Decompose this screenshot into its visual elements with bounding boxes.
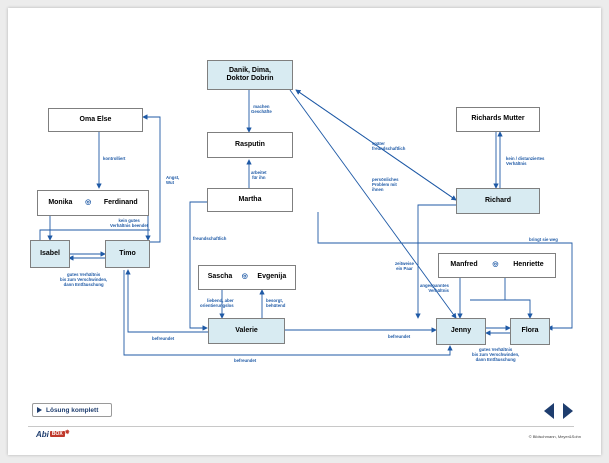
node-sascha-evgenija: Sascha ◎ Evgenija [198,265,296,290]
node-danik-dima-dobrin: Danik, Dima, Doktor Dobrin [207,60,293,90]
solution-button-label: Lösung komplett [46,406,99,414]
node-martha: Martha [207,188,293,212]
node-label: Richards Mutter [471,115,525,123]
slide-canvas [8,8,601,455]
node-richards-mutter: Richards Mutter [456,107,540,132]
edge-label: kontrolliert [103,156,126,161]
star-icon: ✸ [64,430,70,436]
node-label-sascha: Sascha [207,273,233,281]
node-label: Martha [238,195,262,203]
node-label-manfred: Manfred [450,261,478,269]
edge-label: machen Geschäfte [251,104,272,115]
edge-label: gutes Verhältnis bis zum Verschwinden, d… [472,347,520,363]
node-monika-ferdinand: Monika ◎ Ferdinand [37,190,149,216]
edge-label: befreundet [388,334,411,339]
node-timo: Timo [105,240,150,268]
logo-box: BOX [49,431,65,437]
node-rasputin: Rasputin [207,132,293,158]
node-jenny: Jenny [436,318,486,345]
logo-text: Abi [36,430,49,439]
node-label: Flora [521,327,539,335]
node-label: Isabel [40,249,60,257]
edge-dakin-jenny [289,89,457,319]
play-icon [37,407,42,413]
edge-martha-flora [317,212,573,331]
footer-divider [28,426,574,427]
node-label: Richard [484,196,512,204]
previous-slide-arrow-icon[interactable] [544,403,554,419]
node-label: Rasputin [235,140,265,148]
marriage-ring-icon: ◎ [85,198,92,206]
edge-label: zeitweise ein Paar [395,261,414,272]
node-label-evgenija: Evgenija [257,273,287,281]
edge-label: freundschaftlich [193,236,227,241]
edge-label: liebend, aber orientierungslos [200,298,234,309]
edge-martha-valerie [189,201,208,331]
edge-label: persönliches Problem mit ihnen [372,177,399,193]
node-richard: Richard [456,188,540,214]
solution-complete-button[interactable]: Lösung komplett [32,403,112,417]
edge-valerie-timo [125,269,208,333]
copyright-text: © Bildschmann, Meyer&Sohn [528,434,581,439]
edge-label: Angst, Wut [166,175,180,186]
node-manfred-henriette: Manfred ◎ Henriette [438,253,556,278]
node-label-monika: Monika [48,198,73,206]
node-label: Oma Else [79,115,112,123]
node-valerie: Valerie [208,318,285,344]
node-isabel: Isabel [30,240,70,268]
edge-label: besorgt, behütend [266,298,286,309]
marriage-ring-icon: ◎ [241,273,248,281]
node-label-ferdinand: Ferdinand [103,198,138,206]
edge-label: befreundet [152,336,175,341]
edge-label: kein / distanziertes Verhältnis [506,156,545,167]
node-flora: Flora [510,318,550,345]
edge-label: kein gutes Verhältnis beendet [110,218,149,229]
node-oma-else: Oma Else [48,108,143,132]
edge-manfredh-flora [504,278,533,319]
edge-label: angespanntes Verhältnis [420,283,449,294]
edge-label: befreundet [234,358,257,363]
edge-label: gutes Verhältnis bis zum Verschwinden, d… [60,272,108,288]
edge-label: später freundschaftlich [372,141,406,152]
node-label: Valerie [235,326,258,334]
edge-richard-jenny [415,204,456,319]
edge-label: arbeitet für ihn [251,170,267,181]
edge-timo-oma [142,114,161,243]
node-label: Timo [119,249,136,257]
node-label-henriette: Henriette [513,261,544,269]
edge-label: bringt sie weg [529,237,558,242]
next-slide-arrow-icon[interactable] [563,403,573,419]
marriage-ring-icon: ◎ [492,261,499,269]
node-label: Jenny [450,327,472,335]
edge-timo-jenny [123,270,453,356]
node-label: Danik, Dima, Doktor Dobrin [226,66,274,82]
